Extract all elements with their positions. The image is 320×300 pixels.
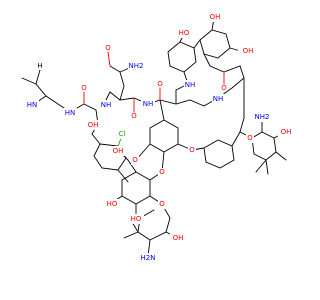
atom-label-ho-glucose-2: HO: [131, 215, 142, 223]
atom-label-o-2: O: [157, 80, 163, 88]
atom-label-nh-2: NH: [213, 95, 224, 103]
atom-label-nh-4: NH: [101, 101, 112, 109]
atom-label-oh-ch2: OH: [113, 147, 124, 155]
atom-label-oh-right: OH: [243, 47, 254, 55]
atom-label-o-glycoside: O: [159, 168, 165, 176]
atom-label-h: H: [37, 62, 42, 70]
atom-label-nh-3: NH: [143, 100, 154, 108]
atom-label-hn-leucine: HN: [65, 109, 76, 117]
atom-label-o-ether-right: O: [189, 146, 195, 154]
atom-label-ho-glucose-1: HO: [107, 200, 118, 208]
atom-label-o-glucose-link: O: [159, 200, 165, 208]
molecule-structure-diagram: OH OH HO OH OH HO HO OH OH O O O O O O O…: [21, 12, 294, 263]
carbonyl-bonds: [83, 51, 225, 113]
atom-label-o-1: O: [221, 84, 227, 92]
atom-label-nh2-asn: NH2: [129, 62, 144, 70]
atom-label-hn-methyl: HN: [27, 101, 38, 109]
atom-label-h2n-bottom: H2N: [141, 254, 156, 262]
atom-label-o-vancosamine-link: O: [247, 134, 253, 142]
atom-label-o-3: O: [131, 112, 137, 120]
atom-label-o-5: O: [105, 44, 111, 52]
atom-label-oh-bottom: OH: [173, 234, 184, 242]
atom-label-hydroxyl-ho-left: OH: [88, 121, 99, 129]
atom-label-oh-vancosamine: OH: [281, 128, 292, 136]
atom-labels: OH OH HO OH OH HO HO OH OH O O O O O O O…: [25, 12, 294, 263]
atom-label-cl: Cl: [119, 130, 126, 138]
atom-label-nh2-right: NH2: [255, 113, 270, 121]
atom-label-ho-top: HO: [179, 29, 190, 37]
atom-label-o-4: O: [81, 84, 87, 92]
atom-label-nh-1: NH: [185, 81, 196, 89]
atom-label-oh-top: OH: [210, 13, 221, 21]
atom-label-o-ether-left: O: [132, 156, 138, 164]
